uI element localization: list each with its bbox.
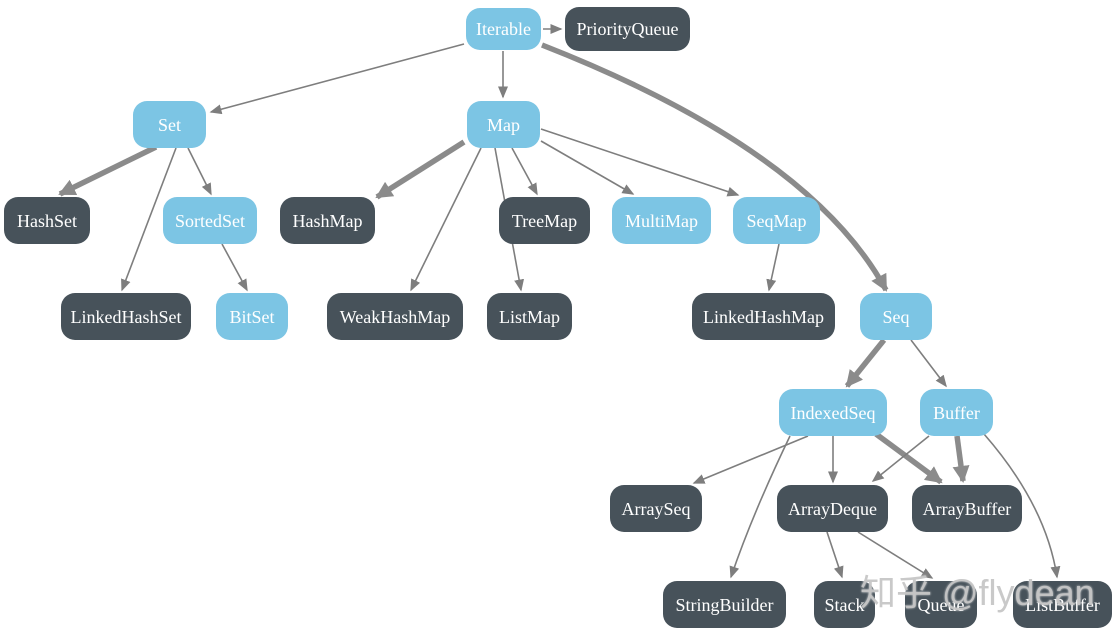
node-weakhashmap: WeakHashMap	[327, 293, 463, 340]
node-queue: Queue	[905, 581, 977, 628]
node-linkedhashmap: LinkedHashMap	[692, 293, 835, 340]
node-hashset: HashSet	[4, 197, 90, 244]
node-listmap: ListMap	[487, 293, 572, 340]
node-set: Set	[133, 101, 206, 148]
edge-Map-TreeMap	[511, 147, 538, 196]
edge-ArrayDeque-Stack	[826, 531, 844, 579]
edge-Iterable-Set	[209, 43, 465, 115]
edge-Buffer-ArrayBuffer	[952, 435, 970, 483]
node-stringbuilder: StringBuilder	[663, 581, 786, 628]
node-sortedset: SortedSet	[163, 197, 257, 244]
node-multimap: MultiMap	[612, 197, 711, 244]
node-listbuffer: ListBuffer	[1013, 581, 1112, 628]
edge-IndexedSeq-ArraySeq	[692, 435, 809, 484]
edge-Seq-Buffer	[910, 339, 947, 388]
node-stack: Stack	[814, 581, 875, 628]
edge-IndexedSeq-ArrayBuffer	[874, 431, 943, 485]
node-buffer: Buffer	[920, 389, 993, 436]
edge-Set-LinkedHashSet	[121, 147, 177, 292]
edge-Seq-IndexedSeq	[844, 338, 887, 388]
edge-ArrayDeque-Queue	[857, 531, 934, 579]
edge-Buffer-ArrayDeque	[871, 435, 930, 482]
edge-Iterable-Seq	[540, 42, 889, 292]
node-arrayseq: ArraySeq	[610, 485, 702, 532]
edge-Map-WeakHashMap	[410, 147, 482, 292]
node-iterable: Iterable	[466, 8, 541, 50]
node-bitset: BitSet	[216, 293, 288, 340]
node-arraydeque: ArrayDeque	[777, 485, 888, 532]
edge-Map-MultiMap	[540, 140, 635, 195]
node-seqmap: SeqMap	[733, 197, 820, 244]
node-linkedhashset: LinkedHashSet	[61, 293, 191, 340]
edge-Set-HashSet	[58, 144, 158, 197]
node-indexedseq: IndexedSeq	[779, 389, 887, 436]
edge-Set-SortedSet	[187, 147, 212, 196]
node-arraybuffer: ArrayBuffer	[912, 485, 1022, 532]
node-map: Map	[467, 101, 540, 148]
node-seq: Seq	[860, 293, 932, 340]
edge-SortedSet-BitSet	[221, 243, 248, 292]
edge-Map-SeqMap	[540, 128, 740, 197]
node-treemap: TreeMap	[499, 197, 590, 244]
edge-Map-HashMap	[375, 139, 466, 200]
edge-IndexedSeq-StringBuilder	[729, 435, 791, 579]
edge-SeqMap-LinkedHashMap	[766, 243, 780, 292]
node-priorityqueue: PriorityQueue	[565, 7, 690, 51]
edge-Buffer-ListBuffer	[983, 433, 1061, 579]
node-hashmap: HashMap	[280, 197, 375, 244]
